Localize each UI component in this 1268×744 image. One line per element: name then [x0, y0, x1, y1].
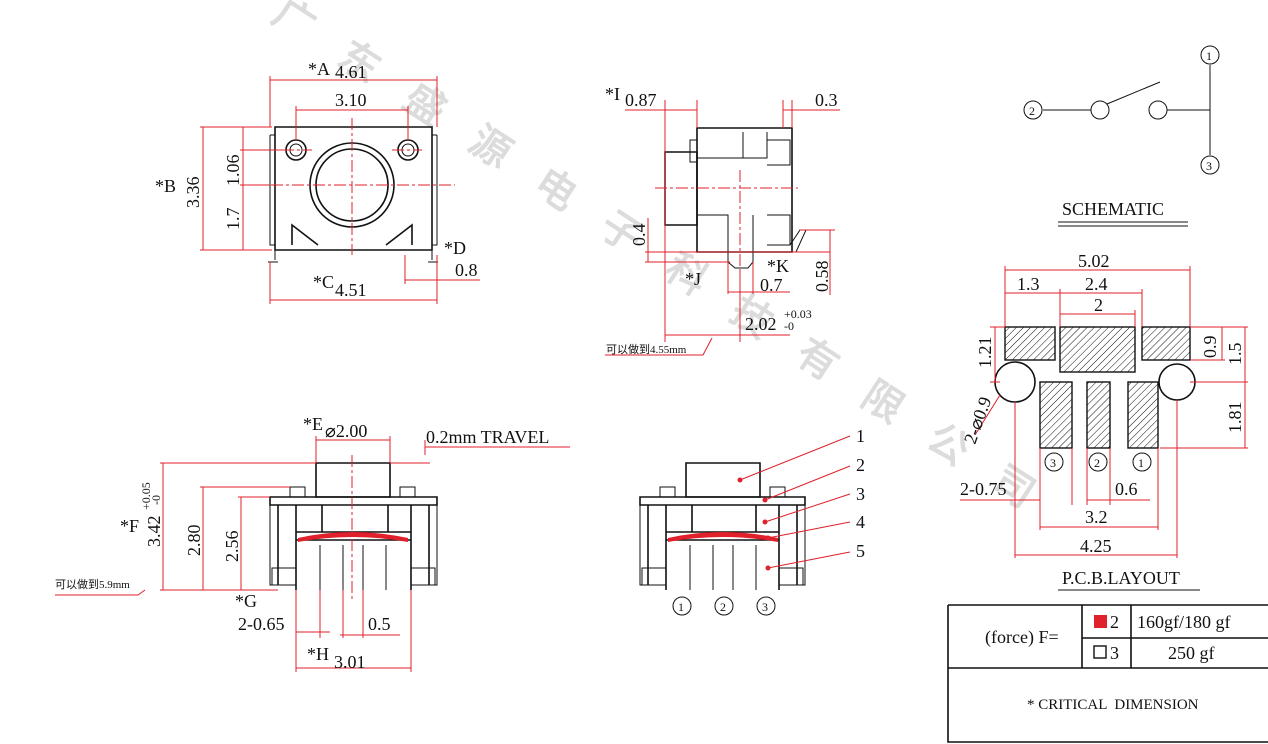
- tol-minus: -0: [784, 319, 794, 333]
- dim-d-value: 0.8: [455, 260, 478, 280]
- dim-f-value: 3.42: [144, 516, 164, 548]
- dim-106: 1.06: [223, 155, 243, 187]
- pcb-pin-3: 3: [1050, 456, 1056, 470]
- dim-c-label: *C: [313, 272, 334, 292]
- exploded-view: 1 2 3 4 5 1 2 3: [639, 426, 865, 616]
- dim-280: 2.80: [184, 525, 204, 557]
- force-marker-3: 3: [1110, 643, 1119, 663]
- dim-a-label: *A: [308, 59, 330, 79]
- force-value-3: 250 gf: [1168, 643, 1215, 663]
- tol-plus: +0.03: [784, 307, 812, 321]
- dim-a-value: 4.61: [335, 62, 367, 82]
- dim-03: 0.3: [815, 90, 838, 110]
- dim-g-label: *G: [235, 591, 257, 611]
- schematic-pin-3: 3: [1206, 159, 1212, 173]
- pcb-pin-1: 1: [1138, 456, 1144, 470]
- dim-09: 0.9: [1200, 336, 1220, 359]
- dim-h-label: *H: [307, 644, 329, 664]
- callout-4: 4: [856, 512, 865, 532]
- dim-2: 2: [1094, 295, 1103, 315]
- schematic-pin-1: 1: [1206, 49, 1212, 63]
- side-view: *I 0.87 0.3 0.4 *J *K 0.7 0.58 2.02 +0.0…: [605, 84, 840, 356]
- pin-2: 2: [720, 600, 726, 614]
- force-value-2: 160gf/180 gf: [1137, 612, 1231, 632]
- dim-13: 1.3: [1017, 274, 1040, 294]
- critical-dimension-note: * CRITICAL DIMENSION: [1027, 697, 1199, 713]
- pcb-layout: 3 2 1 5.02 1.3 2.4 2 1.21 0.9 1.5 2-⌀0.9…: [960, 251, 1248, 591]
- hole-dim: 2-⌀0.9: [960, 394, 995, 446]
- callout-2: 2: [856, 455, 865, 475]
- callout-3: 3: [856, 484, 865, 504]
- force-marker-2-swatch: [1094, 615, 1107, 628]
- note-455: 可以做到4.55mm: [606, 342, 687, 356]
- schematic-pin-2: 2: [1029, 104, 1035, 118]
- force-label: (force) F=: [985, 627, 1059, 648]
- callout-1: 1: [856, 426, 865, 446]
- dim-07: 0.7: [760, 275, 783, 295]
- dim-15: 1.5: [1225, 343, 1245, 366]
- dim-17: 1.7: [223, 208, 243, 231]
- dim-i-label: *I: [605, 84, 620, 104]
- dim-121: 1.21: [975, 337, 995, 369]
- dim-310: 3.10: [335, 90, 367, 110]
- pin-1: 1: [678, 600, 684, 614]
- dim-2075: 2-0.75: [960, 479, 1007, 499]
- dim-i-value: 0.87: [625, 90, 657, 110]
- callout-5: 5: [856, 541, 865, 561]
- f-tol-minus: -0: [149, 495, 163, 505]
- top-view: *A 4.61 3.10 *B 3.36 1.06 1.7 *D 0.8 *C …: [155, 59, 480, 304]
- schematic: 1 2 3 SCHEMATIC: [1023, 45, 1220, 227]
- dim-d-label: *D: [444, 238, 466, 258]
- pcb-title: P.C.B.LAYOUT: [1062, 568, 1180, 588]
- schematic-title: SCHEMATIC: [1062, 199, 1164, 219]
- pin-3: 3: [762, 600, 768, 614]
- f-tol-plus: +0.05: [139, 482, 153, 510]
- dim-202: 2.02: [745, 314, 777, 334]
- force-marker-2: 2: [1110, 612, 1119, 632]
- dim-j-label: *J: [685, 269, 701, 289]
- dim-e-value: ⌀2.00: [325, 421, 367, 441]
- watermark: 广东盛源电子科技有限公司: [265, 0, 1075, 538]
- force-marker-3-swatch: [1093, 645, 1107, 659]
- front-view: *E ⌀2.00 0.2mm TRAVEL *F 3.42 +0.05 -0 2…: [55, 414, 570, 672]
- dim-06: 0.6: [1115, 479, 1138, 499]
- dim-32: 3.2: [1085, 507, 1108, 527]
- dim-e-label: *E: [303, 414, 323, 434]
- dim-24: 2.4: [1085, 274, 1108, 294]
- travel-label: 0.2mm TRAVEL: [426, 427, 549, 447]
- note-59: 可以做到5.9mm: [55, 577, 130, 591]
- dim-425: 4.25: [1080, 536, 1112, 556]
- pcb-pin-2: 2: [1094, 456, 1100, 470]
- dim-05: 0.5: [368, 614, 391, 634]
- dim-k-label: *K: [767, 256, 789, 276]
- dim-b-label: *B: [155, 176, 176, 196]
- dim-04: 0.4: [629, 224, 649, 247]
- dim-058: 0.58: [812, 261, 832, 293]
- dim-h-value: 3.01: [334, 652, 366, 672]
- dim-502: 5.02: [1078, 251, 1110, 271]
- dim-256: 2.56: [222, 531, 242, 563]
- dim-181: 1.81: [1225, 402, 1245, 434]
- force-table: (force) F= 2 160gf/180 gf 3 250 gf * CRI…: [947, 604, 1268, 743]
- dim-c-value: 4.51: [335, 280, 367, 300]
- dim-g-value: 2-0.65: [238, 614, 285, 634]
- dim-f-label: *F: [120, 516, 139, 536]
- dim-b-value: 3.36: [183, 177, 203, 209]
